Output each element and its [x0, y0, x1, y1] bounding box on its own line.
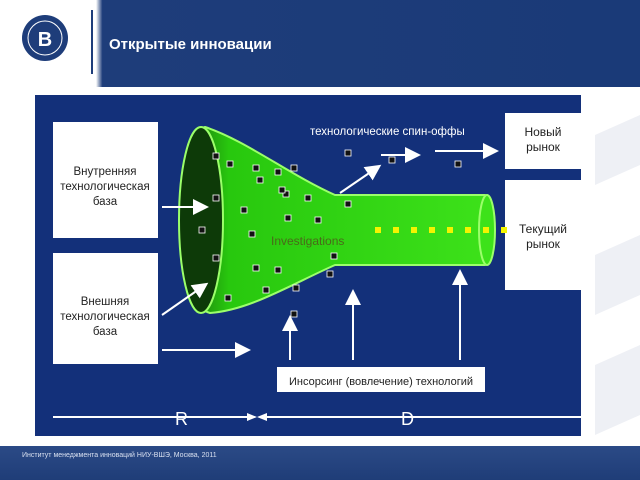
r-label: R	[175, 409, 188, 429]
internal-base-box	[53, 122, 158, 238]
external-base-line-2: технологическая	[60, 311, 149, 323]
hse-logo-icon: В	[22, 15, 68, 61]
footer	[0, 446, 640, 480]
open-innovation-diagram: Внутренняя технологическая база Внешняя …	[35, 95, 581, 436]
external-base-box	[53, 253, 158, 364]
new-market-line-2: рынок	[526, 140, 561, 154]
spinoffs-label: технологические спин-оффы	[310, 126, 465, 138]
internal-base-line-2: технологическая	[60, 181, 149, 193]
external-base-line-3: база	[93, 326, 118, 338]
new-market-box	[505, 113, 581, 169]
background-decoration	[595, 115, 640, 435]
current-market-box	[505, 180, 581, 290]
new-market-line-1: Новый	[524, 125, 561, 139]
page-title: Открытые инновации	[109, 36, 272, 53]
current-market-line-2: рынок	[526, 237, 561, 251]
funnel-mouth	[178, 126, 224, 314]
rd-boundary-arrows	[247, 413, 267, 421]
internal-base-line-3: база	[93, 196, 118, 208]
d-label: D	[401, 409, 414, 429]
insourcing-label: Инсорсинг (вовлечение) технологий	[289, 376, 473, 388]
project-squares	[198, 149, 462, 318]
external-base-line-1: Внешняя	[81, 296, 129, 308]
footer-text: Институт менеджмента инноваций НИУ-ВШЭ, …	[22, 452, 217, 459]
investigations-label: Investigations	[271, 234, 344, 248]
header-bar	[0, 0, 640, 87]
current-market-line-1: Текущий	[519, 222, 567, 236]
yellow-dots	[375, 227, 507, 233]
flow-arrows	[161, 143, 499, 360]
header-divider	[91, 10, 93, 74]
svg-text:В: В	[38, 29, 52, 51]
internal-base-line-1: Внутренняя	[74, 166, 137, 178]
insourcing-box	[277, 367, 485, 392]
header: В Открытые инновации	[0, 0, 640, 87]
